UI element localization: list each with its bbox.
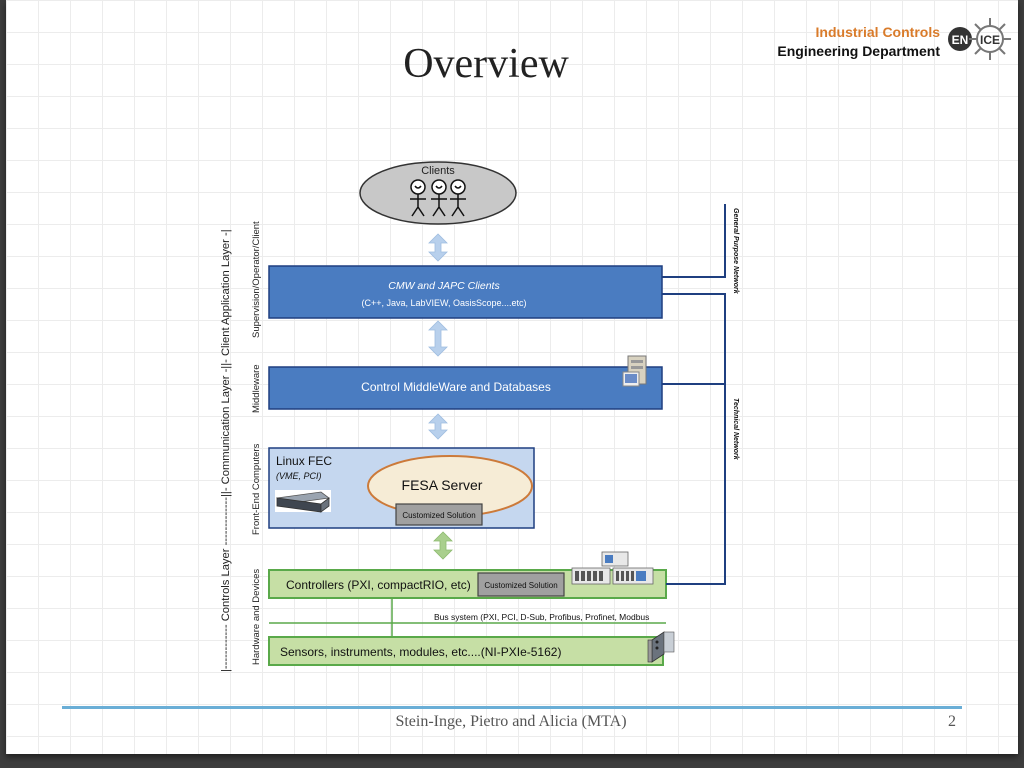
left-axis-label: |------------ Controls Layer -----------… bbox=[220, 229, 232, 672]
general-network-label: General Purpose Network bbox=[732, 208, 739, 295]
logo-left-circle bbox=[948, 27, 972, 51]
customized-solution-label-1: Customized Solution bbox=[402, 511, 475, 520]
row-label-middleware: Middleware bbox=[251, 364, 262, 413]
brand-line-2: Engineering Department bbox=[777, 43, 940, 59]
cmw-clients-box bbox=[268, 265, 663, 319]
logo-left-text: EN bbox=[952, 33, 969, 47]
middleware-box bbox=[268, 366, 663, 410]
technical-network-label: Technical Network bbox=[732, 398, 739, 461]
customized-solution-label-2: Customized Solution bbox=[484, 581, 557, 590]
logo-gear-icon bbox=[969, 18, 1011, 60]
cmw-subtitle: (C++, Java, LabVIEW, OasisScope....etc) bbox=[361, 298, 526, 308]
arrow-fec-controllers bbox=[433, 531, 453, 560]
sensors-label: Sensors, instruments, modules, etc....(N… bbox=[280, 645, 561, 659]
footer-divider bbox=[62, 706, 962, 709]
clients-people-icon bbox=[410, 179, 466, 217]
architecture-diagram: |------------ Controls Layer -----------… bbox=[220, 161, 739, 672]
fec-subtitle: (VME, PCI) bbox=[276, 471, 322, 481]
fesa-server-label: FESA Server bbox=[402, 477, 483, 493]
customized-solution-box-1 bbox=[395, 503, 483, 526]
en-ice-logo: EN ICE bbox=[948, 18, 1011, 60]
brand-line-1: Industrial Controls bbox=[815, 24, 940, 40]
arrow-clients-cmw bbox=[428, 233, 448, 262]
pxi-chassis-icon bbox=[571, 551, 654, 585]
arrow-middleware-fec bbox=[428, 413, 448, 440]
fec-crate-icon bbox=[275, 490, 331, 513]
row-label-supervision: Supervision/Operator/Client bbox=[251, 221, 262, 338]
technical-network-lines bbox=[662, 293, 726, 585]
slide: Overview Industrial Controls Engineering… bbox=[6, 0, 1018, 754]
logo-right-text: ICE bbox=[980, 33, 1000, 47]
bus-system-label: Bus system (PXI, PCI, D-Sub, Profibus, P… bbox=[434, 612, 649, 622]
general-purpose-network-lines bbox=[662, 204, 726, 278]
middleware-label: Control MiddleWare and Databases bbox=[361, 380, 551, 394]
database-server-icon bbox=[622, 355, 647, 387]
ni-module-icon bbox=[647, 631, 675, 663]
row-label-hardware: Hardware and Devices bbox=[251, 569, 262, 665]
fec-title: Linux FEC bbox=[276, 454, 332, 468]
footer-authors: Stein-Inge, Pietro and Alicia (MTA) bbox=[395, 713, 627, 730]
arrow-cmw-middleware bbox=[428, 320, 448, 357]
row-label-frontend: Front-End Computers bbox=[251, 443, 262, 535]
clients-label: Clients bbox=[421, 165, 455, 177]
controllers-label: Controllers (PXI, compactRIO, etc) bbox=[286, 578, 471, 592]
customized-solution-box-2 bbox=[477, 572, 565, 597]
page-number: 2 bbox=[948, 713, 956, 730]
cmw-title: CMW and JAPC Clients bbox=[388, 280, 500, 292]
page-title: Overview bbox=[403, 41, 569, 87]
